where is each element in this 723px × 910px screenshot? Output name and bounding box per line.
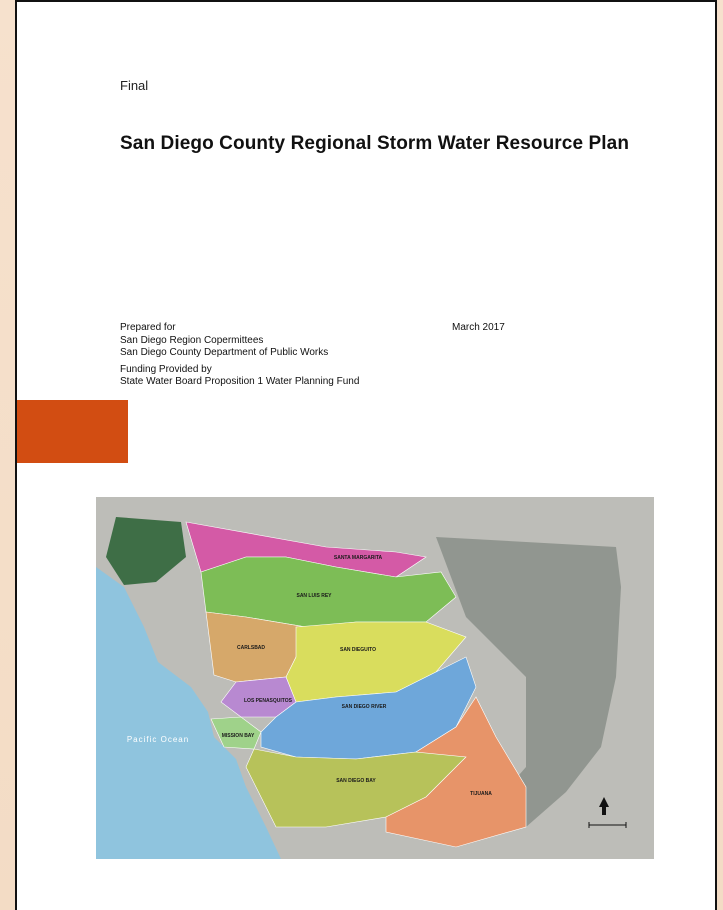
region-san-diego-river [260,656,477,760]
document-page: Final San Diego County Regional Storm Wa… [15,0,717,910]
region-label-san-dieguito: SAN DIEGUITO [340,647,376,653]
ocean-label: Pacific Ocean [127,735,189,744]
funding-source: State Water Board Proposition 1 Water Pl… [120,376,360,387]
document-date: March 2017 [452,322,505,333]
region-label-carlsbad: CARLSBAD [237,645,265,651]
map-north-land [106,517,186,585]
region-tijuana [385,696,527,848]
region-label-san-luis-rey: SAN LUIS REY [296,593,332,599]
prepared-for-label: Prepared for [120,322,176,333]
document-status: Final [120,78,149,93]
region-label-san-diego-river: SAN DIEGO RIVER [342,704,387,710]
client-line-2: San Diego County Department of Public Wo… [120,347,329,358]
document-title: San Diego County Regional Storm Water Re… [120,133,630,154]
map-terrain [436,537,621,847]
region-label-san-diego-bay: SAN DIEGO BAY [336,778,376,784]
map-ocean [96,567,281,859]
region-label-tijuana: TIJUANA [470,791,492,797]
accent-block [17,400,128,463]
region-label-santa-margarita: SANTA MARGARITA [334,555,383,561]
client-line-1: San Diego Region Copermittees [120,335,264,346]
funding-label: Funding Provided by [120,364,212,375]
region-mission-bay [210,716,262,750]
region-label-mission-bay: MISSION BAY [222,733,255,739]
north-arrow-icon [588,797,627,828]
region-label-los-penasquitos: LOS PENASQUITOS [244,698,293,704]
watershed-map: SANTA MARGARITA SAN LUIS REY CARLSBAD SA… [96,497,654,859]
